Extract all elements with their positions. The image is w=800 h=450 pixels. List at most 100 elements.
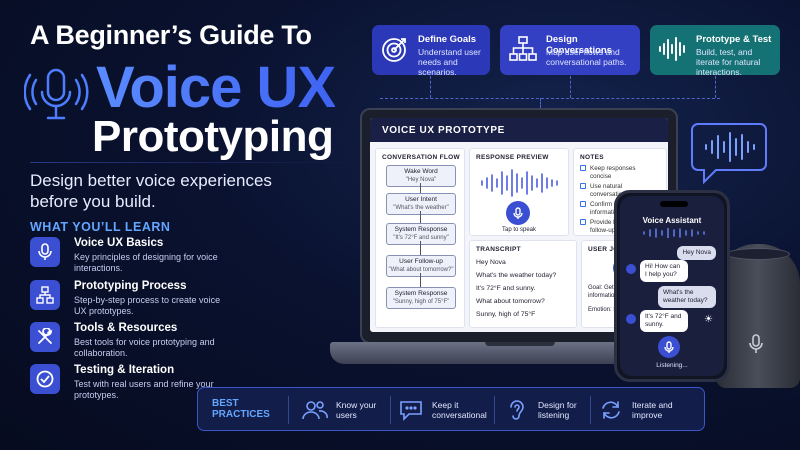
card-desc: Map user flows and conversational paths.: [546, 47, 627, 67]
transcript-panel: TRANSCRIPT Hey Nova What's the weather t…: [469, 240, 577, 328]
connector-line: [715, 76, 716, 98]
learn-item-testing: Testing & Iteration Test with real users…: [30, 364, 220, 404]
microphone-button[interactable]: [658, 336, 680, 358]
learn-item-title: Voice UX Basics: [74, 237, 164, 249]
flow-step: User Follow-up"What about tomorrow?": [386, 255, 456, 277]
panel-heading: NOTES: [580, 154, 604, 161]
checkbox-icon: [580, 219, 586, 225]
checkbox-icon: [580, 165, 586, 171]
card-design-conversations: Design Conversations Map user flows and …: [500, 25, 640, 75]
flow-arrow: [420, 273, 421, 287]
card-title: Prototype & Test: [696, 34, 772, 45]
connector-line: [540, 98, 541, 108]
learn-heading: WHAT YOU’LL LEARN: [30, 220, 171, 234]
sun-icon: ☀: [704, 314, 713, 325]
chat-icon: [398, 398, 424, 422]
card-title: Design Conversations: [546, 34, 612, 56]
transcript-line: What's the weather today?: [476, 272, 557, 279]
phone-title: Voice Assistant: [642, 216, 702, 225]
panel-heading: CONVERSATION FLOW: [382, 154, 460, 161]
check-icon: [30, 364, 60, 394]
learn-item-tools: Tools & Resources Best tools for voice p…: [30, 322, 220, 362]
assistant-avatar-icon: [626, 264, 636, 274]
flow-arrow: [420, 211, 421, 223]
speech-bubble-waveform-icon: [691, 123, 767, 185]
learn-item-title: Testing & Iteration: [74, 364, 175, 376]
microphone-icon: [749, 334, 763, 353]
listening-label: Listening...: [656, 362, 688, 369]
note-item: Keep responses concise: [580, 165, 648, 180]
card-title: Define Goals: [418, 34, 477, 45]
note-item: Provide helpful follow-ups: [580, 219, 648, 234]
checkbox-icon: [580, 201, 586, 207]
panel-heading: RESPONSE PREVIEW: [476, 154, 549, 161]
microphone-icon: [513, 206, 523, 219]
journey-emotion: Emotion: Neutral: [588, 307, 633, 313]
learn-item-desc: Test with real users and refine your pro…: [74, 379, 214, 400]
title-divider: [30, 162, 360, 163]
divider: [590, 396, 591, 424]
microphone-waves-icon: [24, 68, 89, 120]
flow-step: System Response"Sunny, high of 75°F": [386, 287, 456, 309]
card-define-goals: Define Goals Understand user needs and s…: [372, 25, 490, 77]
best-practice-text: Know your users: [336, 400, 377, 420]
tap-to-speak-button[interactable]: [506, 201, 530, 225]
waveform-icon: [643, 228, 705, 238]
conversation-flow-panel: CONVERSATION FLOW Wake Word"Hey Nova" Us…: [375, 148, 465, 328]
learn-item-title: Tools & Resources: [74, 322, 178, 334]
flow-arrow: [420, 183, 421, 193]
refresh-icon: [598, 398, 624, 422]
title-line-2: Voice UX: [96, 55, 336, 120]
microphone-icon: [664, 340, 674, 353]
learn-item-process: Prototyping Process Step-by-step process…: [30, 280, 220, 320]
divider: [494, 396, 495, 424]
response-preview-panel: RESPONSE PREVIEW Tap to speak: [469, 148, 569, 236]
divider: [390, 396, 391, 424]
best-practices-heading: BEST PRACTICES: [212, 398, 270, 420]
laptop-hinge: [485, 342, 555, 346]
card-desc: Understand user needs and scenarios.: [418, 47, 481, 77]
prototype-header: VOICE UX PROTOTYPE: [370, 118, 668, 142]
learn-item-desc: Key principles of designing for voice in…: [74, 252, 218, 273]
smart-speaker: [716, 244, 800, 388]
card-desc: Build, test, and iterate for natural int…: [696, 47, 761, 77]
connector-line: [570, 76, 571, 98]
chat-message-assistant: Hi! How can I help you?: [640, 260, 688, 282]
tap-to-speak-label: Tap to speak: [501, 227, 537, 233]
panel-heading: TRANSCRIPT: [476, 246, 521, 253]
chat-message-assistant: It's 72°F and sunny.: [640, 310, 688, 332]
transcript-line: What about tomorrow?: [476, 298, 545, 305]
laptop-screen: VOICE UX PROTOTYPE CONVERSATION FLOW Wak…: [370, 118, 668, 332]
best-practice-text: Design for listening: [538, 400, 577, 420]
chat-message-user: Hey Nova: [677, 246, 716, 260]
microphone-icon: [30, 237, 60, 267]
learn-item-title: Prototyping Process: [74, 280, 187, 292]
flow-step: System Response"It's 72°F and sunny": [386, 223, 456, 245]
learn-item-desc: Step-by-step process to create voice UX …: [74, 295, 221, 316]
note-item: Use natural conversational tone: [580, 183, 648, 198]
phone-screen: Voice Assistant Hey Nova Hi! How can I h…: [620, 196, 724, 376]
card-prototype-test: Prototype & Test Build, test, and iterat…: [650, 25, 780, 77]
best-practice-text: Iterate and improve: [632, 400, 673, 420]
title-line-1: A Beginner’s Guide To: [30, 20, 312, 50]
ear-icon: [504, 398, 530, 422]
users-icon: [302, 398, 328, 422]
best-practices-bar: BEST PRACTICES Know your users Keep it c…: [197, 387, 705, 431]
chat-message-user: What's the weather today?: [658, 286, 716, 308]
transcript-line: Hey Nova: [476, 259, 506, 266]
divider: [288, 396, 289, 424]
best-practice-text: Keep it conversational: [432, 400, 487, 420]
title-line-3: Prototyping: [92, 112, 334, 161]
waveform-icon: [658, 34, 688, 64]
flow-step: Wake Word"Hey Nova": [386, 165, 456, 187]
flow-arrow: [420, 241, 421, 255]
flowchart-icon: [508, 34, 538, 64]
tools-icon: [30, 322, 60, 352]
assistant-avatar-icon: [626, 314, 636, 324]
flowchart-icon: [30, 280, 60, 310]
transcript-line: It's 72°F and sunny.: [476, 285, 536, 292]
phone-notch: [660, 201, 688, 207]
connector-line: [430, 76, 431, 98]
learn-item-desc: Best tools for voice prototyping and col…: [74, 337, 215, 358]
laptop: VOICE UX PROTOTYPE CONVERSATION FLOW Wak…: [360, 108, 678, 344]
